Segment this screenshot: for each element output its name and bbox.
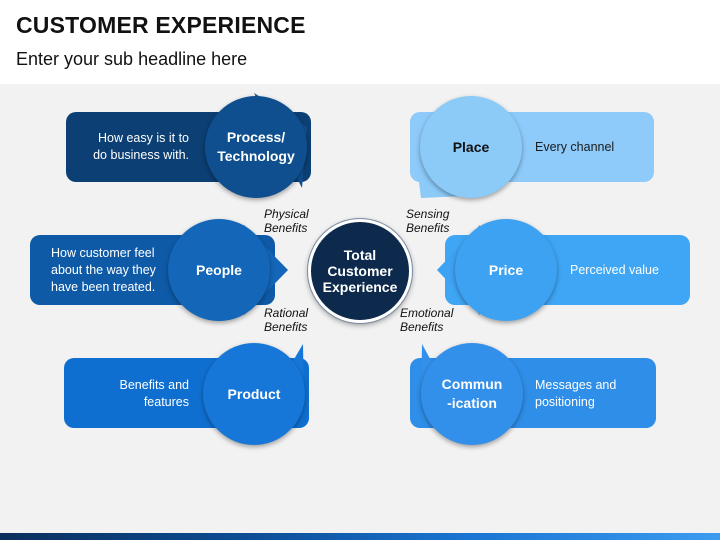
place-circle: Place [420,96,522,198]
communication-circle: Commun -ication [421,343,523,445]
sensing-benefits-label: Sensing Benefits [406,207,450,235]
price-label: Price [488,261,524,278]
process-label: Process/ Technology [217,129,295,164]
people-description: How customer feel about the way they hav… [51,246,156,294]
people-label: People [196,261,242,278]
price-circle: Price [455,219,557,321]
center-label: Total Customer Experience [322,247,398,295]
center-circle: Total Customer Experience [308,219,412,323]
bottom-accent-bar [0,533,720,540]
process-description: How easy is it to do business with. [93,131,189,162]
process-circle: Process/ Technology [205,96,307,198]
physical-benefits-label: Physical Benefits [264,207,309,235]
product-description: Benefits and features [119,378,190,409]
place-label: Place [452,138,490,155]
emotional-benefits-label: Emotional Benefits [400,306,454,334]
communication-label: Commun -ication [441,376,503,411]
product-label: Product [227,385,281,402]
rational-benefits-label: Rational Benefits [264,306,309,334]
product-circle: Product [203,343,305,445]
people-circle: People [168,219,270,321]
page-subtitle: Enter your sub headline here [16,49,248,69]
place-description: Every channel [535,140,615,154]
price-description: Perceived value [570,263,659,277]
page-title: CUSTOMER EXPERIENCE [16,12,306,38]
communication-description: Messages and positioning [535,378,617,409]
